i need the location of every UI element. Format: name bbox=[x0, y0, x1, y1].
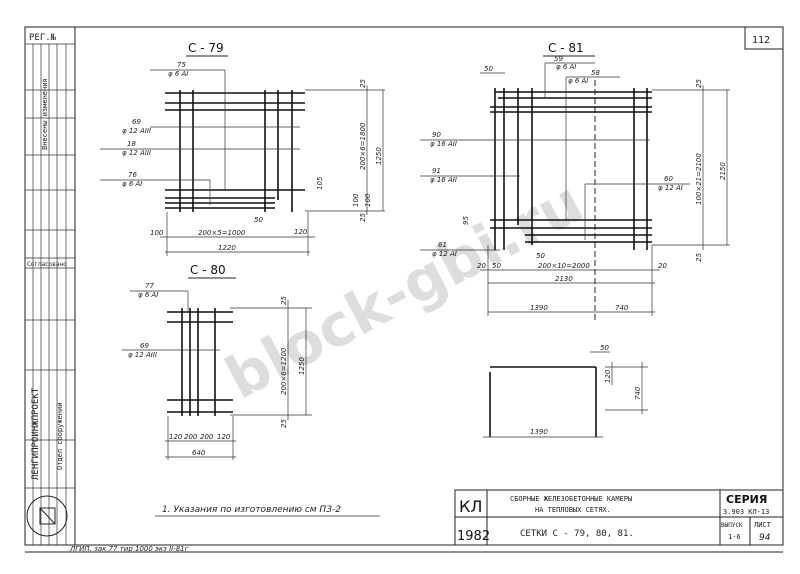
dimension-label: 20 bbox=[658, 262, 667, 270]
changes-label: Внесены изменения bbox=[41, 78, 49, 150]
c79-title: С - 79 bbox=[188, 41, 224, 55]
dimension-label: 50 bbox=[600, 344, 609, 352]
dimension-label: 200 bbox=[200, 433, 214, 441]
dimension-label: 200×5=1000 bbox=[198, 229, 246, 237]
dimension-label: 50 bbox=[536, 252, 545, 260]
series-value: 3.903 КЛ-13 bbox=[723, 508, 769, 516]
dimension-label: 640 bbox=[192, 449, 206, 457]
dimension-label: 58 bbox=[591, 69, 600, 77]
dimension-label: 120 bbox=[294, 228, 308, 236]
dimension-label: 120 bbox=[217, 433, 231, 441]
dimension-label: 200×6=1800 bbox=[359, 122, 367, 170]
sheet-number: 112 bbox=[752, 35, 770, 46]
dimension-label: 100 bbox=[352, 193, 360, 207]
project-title: СБОРНЫЕ ЖЕЛЕЗОБЕТОННЫЕ КАМЕРЫ bbox=[510, 495, 632, 503]
dimension-label: 120 bbox=[169, 433, 183, 441]
dimension-label: 50 bbox=[254, 216, 263, 224]
dimension-label: 25 bbox=[280, 419, 288, 428]
dimension-label: φ 12 AIII bbox=[128, 351, 157, 359]
dimension-label: φ 6 AI bbox=[138, 291, 158, 299]
dimension-label: 59 bbox=[554, 55, 563, 63]
dimension-label: 95 bbox=[462, 216, 470, 225]
bend-detail: 50 120 740 1390 bbox=[483, 344, 648, 438]
dimension-label: 100 bbox=[364, 193, 372, 207]
dept-label: Отдел сооружений bbox=[56, 403, 64, 470]
sheet-value: 94 bbox=[759, 533, 771, 543]
dimension-label: 60 bbox=[664, 175, 673, 183]
sheet-title: СЕТКИ С - 79, 80, 81. bbox=[520, 529, 634, 539]
mesh-c79: С - 79 75 φ 6 AI 69 φ 12 AIII 18 φ 12 AI… bbox=[100, 41, 385, 256]
dimension-label: 25 bbox=[280, 296, 288, 305]
dimension-label: 740 bbox=[634, 386, 642, 400]
dimension-label: 1250 bbox=[298, 357, 306, 375]
title-block: КЛ 1982 СБОРНЫЕ ЖЕЛЕЗОБЕТОННЫЕ КАМЕРЫ НА… bbox=[454, 489, 784, 546]
dimension-label: 25 bbox=[695, 253, 703, 262]
left-strip: РЕГ.№ Внесены изменения Согласовано ЛЕНГ… bbox=[24, 26, 76, 546]
dimension-label: 25 bbox=[695, 79, 703, 88]
sheet-number-box bbox=[744, 26, 784, 50]
dimension-label: φ 12 AI bbox=[432, 250, 457, 258]
c80-title: С - 80 bbox=[190, 263, 226, 277]
year-label: 1982 bbox=[457, 529, 490, 544]
dimension-label: φ 6 AI bbox=[568, 77, 588, 85]
dimension-label: φ 6 AI bbox=[168, 70, 188, 78]
dimension-label: 1390 bbox=[530, 304, 548, 312]
dimension-label: 20 bbox=[477, 262, 486, 270]
dimension-label: 25 bbox=[359, 213, 367, 222]
dimension-label: 1250 bbox=[375, 147, 383, 165]
mesh-c80: С - 80 77 φ 6 AI 69 φ 12 AIII 25 200×6=1… bbox=[122, 263, 312, 460]
dimension-label: 69 bbox=[140, 342, 149, 350]
dimension-label: 2130 bbox=[555, 275, 573, 283]
dimension-label: 740 bbox=[615, 304, 629, 312]
dimension-label: φ 12 AI bbox=[658, 184, 683, 192]
dimension-label: 69 bbox=[132, 118, 141, 126]
org-seal-icon bbox=[26, 495, 68, 537]
dimension-label: 61 bbox=[438, 241, 447, 249]
dimension-label: 25 bbox=[359, 79, 367, 88]
dimension-label: 1220 bbox=[218, 244, 236, 252]
dimension-label: 2150 bbox=[719, 162, 727, 180]
issue-label: ВЫПУСК bbox=[721, 522, 743, 529]
dimension-label: 200×6=1200 bbox=[280, 347, 288, 395]
dimension-label: 105 bbox=[316, 176, 324, 190]
reg-no-label: РЕГ.№ bbox=[29, 33, 57, 43]
dimension-label: 120 bbox=[604, 369, 612, 383]
project-title-2: НА ТЕПЛОВЫХ СЕТЯХ. bbox=[535, 506, 611, 514]
dimension-label: φ 6 AI bbox=[556, 63, 576, 71]
c81-title: С - 81 bbox=[548, 41, 584, 55]
print-line: ЛГИП. зак 77 тир 1000 экз II-81г bbox=[69, 545, 189, 553]
dimension-label: 50 bbox=[484, 65, 493, 73]
sheet-label: ЛИСТ bbox=[754, 521, 772, 529]
issue-value: 1-6 bbox=[728, 533, 741, 541]
dimension-label: 75 bbox=[177, 61, 186, 69]
dimension-label: 200×10=2000 bbox=[538, 262, 590, 270]
dimension-label: 200 bbox=[184, 433, 198, 441]
dimension-label: 50 bbox=[492, 262, 501, 270]
watermark: block-gbi.ru bbox=[215, 168, 594, 413]
dimension-label: 18 bbox=[127, 140, 136, 148]
dimension-label: 91 bbox=[432, 167, 441, 175]
dimension-label: φ 6 AI bbox=[122, 180, 142, 188]
note-text: 1. Указания по изготовлению см ПЗ-2 bbox=[162, 505, 341, 515]
dimension-label: φ 16 AII bbox=[430, 140, 457, 148]
dimension-label: 1390 bbox=[530, 428, 548, 436]
code-label: КЛ bbox=[459, 497, 482, 516]
org-name: ЛЕНГИПРОИНЖПРОЕКТ bbox=[31, 387, 41, 480]
dimension-label: 76 bbox=[128, 171, 137, 179]
dimension-label: φ 12 AIII bbox=[122, 127, 151, 135]
dimension-label: φ 16 AII bbox=[430, 176, 457, 184]
dimension-label: 100×21=2100 bbox=[695, 153, 703, 205]
series-label: СЕРИЯ bbox=[726, 493, 767, 506]
dimension-label: 77 bbox=[145, 282, 154, 290]
approved-label: Согласовано bbox=[27, 261, 67, 268]
dimension-label: 90 bbox=[432, 131, 441, 139]
mesh-c81: С - 81 50 59 φ 6 AI 58 φ bbox=[420, 41, 730, 320]
dimension-label: φ 12 AIII bbox=[122, 149, 151, 157]
dimension-label: 100 bbox=[150, 229, 164, 237]
